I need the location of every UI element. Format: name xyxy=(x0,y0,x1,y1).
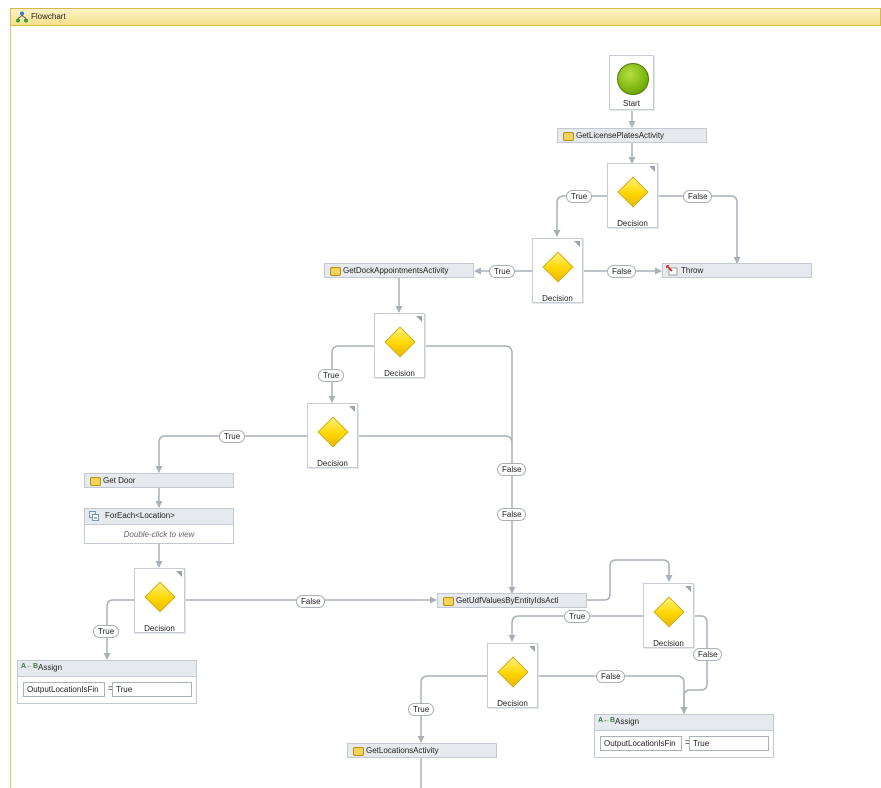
assign-activity-left[interactable]: A←B Assign OutputLocationIsFin = True xyxy=(17,660,197,704)
activity-label: GetLicensePlatesActivity xyxy=(576,131,665,140)
expand-corner-icon xyxy=(685,586,691,592)
decision-node[interactable]: Decision xyxy=(307,403,358,468)
false-label: False xyxy=(683,190,712,203)
expand-corner-icon xyxy=(349,406,355,412)
decision-node[interactable]: Decision xyxy=(643,583,694,648)
activity-throw[interactable]: Throw xyxy=(662,263,812,278)
decision-label: Decision xyxy=(653,639,684,648)
foreach-icon xyxy=(89,511,99,521)
foreach-title: ForEach<Location> xyxy=(105,511,175,520)
true-label: True xyxy=(408,703,434,716)
activity-label: Throw xyxy=(681,266,704,275)
connector xyxy=(328,345,374,403)
start-label: Start xyxy=(623,99,640,108)
decision-icon xyxy=(317,416,349,448)
expand-corner-icon xyxy=(529,646,535,652)
false-label: False xyxy=(296,595,325,608)
decision-label: Decision xyxy=(542,294,573,303)
designer-title: Flowchart xyxy=(31,12,66,21)
true-label: True xyxy=(564,610,590,623)
expand-corner-icon xyxy=(176,571,182,577)
activity-label: GetDockAppointmentsActivity xyxy=(343,266,449,275)
false-label: False xyxy=(693,648,722,661)
flowchart-icon xyxy=(16,11,28,23)
connector xyxy=(680,615,708,714)
decision-label: Decision xyxy=(317,459,348,468)
decision-icon xyxy=(384,326,416,358)
decision-node[interactable]: Decision xyxy=(532,238,583,303)
assign-value-field[interactable]: True xyxy=(689,736,769,751)
foreach-hint: Double-click to view xyxy=(123,530,195,539)
activity-label: Get Door xyxy=(103,476,136,485)
activity-icon xyxy=(90,477,101,486)
connector xyxy=(657,195,741,264)
throw-icon xyxy=(666,265,678,276)
false-label: False xyxy=(497,463,526,476)
assign-icon: A←B xyxy=(598,717,616,724)
activity-get-license-plates[interactable]: GetLicensePlatesActivity xyxy=(557,128,707,143)
connector xyxy=(553,195,607,237)
assign-operator: = xyxy=(108,683,114,693)
activity-label: GetLocationsActivity xyxy=(366,746,439,755)
start-icon xyxy=(617,63,649,95)
assign-title: Assign xyxy=(615,717,640,726)
decision-label: Decision xyxy=(384,369,415,378)
connector xyxy=(103,599,134,660)
assign-header: A←B Assign xyxy=(595,715,773,731)
connector xyxy=(587,559,673,601)
foreach-header: ForEach<Location> xyxy=(85,509,233,525)
true-label: True xyxy=(489,265,515,278)
decision-node[interactable]: Decision xyxy=(487,643,538,708)
assign-icon: A←B xyxy=(21,663,39,670)
activity-get-door[interactable]: Get Door xyxy=(84,473,234,488)
activity-icon xyxy=(443,597,454,606)
connector xyxy=(357,435,513,444)
false-label: False xyxy=(596,670,625,683)
true-label: True xyxy=(566,190,592,203)
assign-operator: = xyxy=(685,737,691,747)
connector xyxy=(508,615,643,642)
activity-icon xyxy=(563,132,574,141)
assign-header: A←B Assign xyxy=(18,661,196,677)
true-label: True xyxy=(93,625,119,638)
assign-value-field[interactable]: True xyxy=(112,682,192,697)
activity-icon xyxy=(353,747,364,756)
assign-activity-right[interactable]: A←B Assign OutputLocationIsFin = True xyxy=(594,714,774,758)
activity-label: GetUdfValuesByEntityIdsActi xyxy=(456,596,559,605)
decision-label: Decision xyxy=(144,624,175,633)
assign-target-field[interactable]: OutputLocationIsFin xyxy=(600,736,682,751)
connector xyxy=(155,435,307,473)
foreach-activity[interactable]: ForEach<Location> Double-click to view xyxy=(84,508,234,544)
connector xyxy=(425,345,516,594)
expand-corner-icon xyxy=(574,241,580,247)
decision-icon xyxy=(497,656,529,688)
assign-target-field[interactable]: OutputLocationIsFin xyxy=(23,682,105,697)
decision-node[interactable]: Decision xyxy=(134,568,185,633)
expand-corner-icon xyxy=(416,316,422,322)
decision-icon xyxy=(617,176,649,208)
decision-label: Decision xyxy=(497,699,528,708)
decision-icon xyxy=(144,581,176,613)
start-node[interactable]: Start xyxy=(609,55,654,110)
true-label: True xyxy=(318,369,344,382)
assign-title: Assign xyxy=(38,663,63,672)
false-label: False xyxy=(607,265,636,278)
decision-icon xyxy=(542,251,574,283)
activity-get-dock-appointments[interactable]: GetDockAppointmentsActivity xyxy=(324,263,474,278)
true-label: True xyxy=(219,430,245,443)
decision-node[interactable]: Decision xyxy=(374,313,425,378)
decision-icon xyxy=(653,596,685,628)
activity-icon xyxy=(330,267,341,276)
activity-get-locations[interactable]: GetLocationsActivity xyxy=(347,743,497,758)
connector xyxy=(537,675,688,714)
activity-get-udf-values[interactable]: GetUdfValuesByEntityIdsActi xyxy=(437,593,587,608)
decision-label: Decision xyxy=(617,219,648,228)
designer-title-bar: Flowchart xyxy=(10,8,881,26)
connector xyxy=(417,675,487,743)
expand-corner-icon xyxy=(649,166,655,172)
decision-node[interactable]: Decision xyxy=(607,163,658,228)
false-label: False xyxy=(497,508,526,521)
